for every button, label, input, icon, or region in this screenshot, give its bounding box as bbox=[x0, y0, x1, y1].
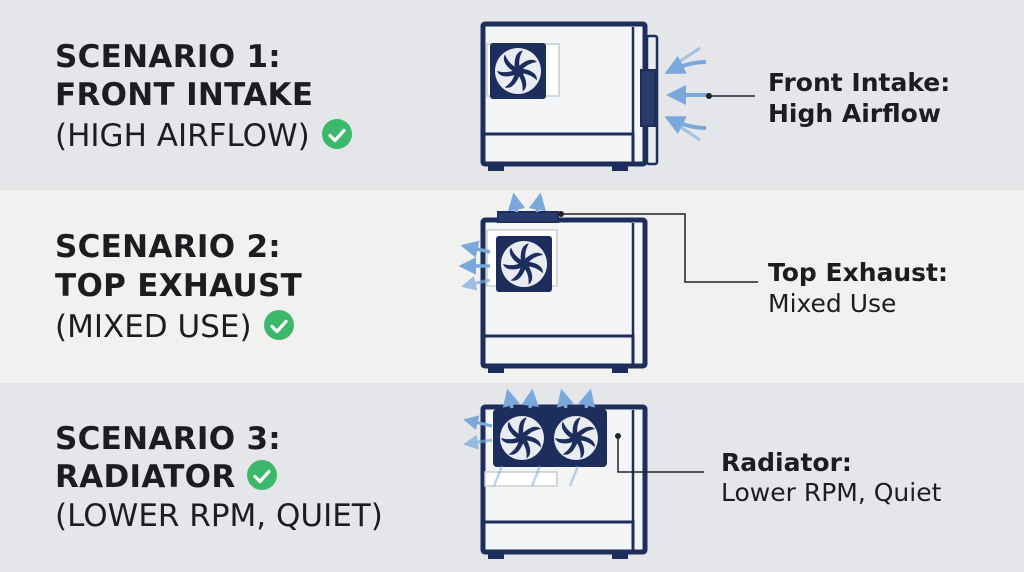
scenario-3-heading-row: RADIATOR bbox=[55, 456, 278, 498]
scenario-1-subtitle: (HIGH AIRFLOW) bbox=[55, 118, 310, 154]
scenario-2-subtitle: (MIXED USE) bbox=[55, 309, 252, 345]
check-circle-icon bbox=[263, 310, 294, 340]
fan-icon bbox=[490, 43, 546, 99]
scenario-1-heading: FRONT INTAKE bbox=[55, 77, 314, 113]
scenario-2-subtitle-row: (MIXED USE) bbox=[55, 306, 294, 348]
scenario-1-title: SCENARIO 1: bbox=[55, 39, 282, 75]
check-circle-icon bbox=[247, 460, 278, 490]
fan-icon bbox=[500, 416, 544, 460]
scenario-3-title: SCENARIO 3: bbox=[55, 421, 282, 457]
scenario-3-label-title: Radiator: bbox=[721, 448, 852, 477]
pc-case-radiator bbox=[463, 388, 704, 559]
scenario-2-label-title: Top Exhaust: bbox=[768, 258, 949, 287]
pc-case-front-intake bbox=[480, 21, 755, 171]
pc-case-top-exhaust bbox=[458, 192, 758, 373]
fan-icon bbox=[496, 236, 552, 292]
scenario-3-heading: RADIATOR bbox=[55, 459, 236, 495]
scenario-2-label-desc: Mixed Use bbox=[768, 289, 897, 318]
scenario-1-label-title: Front Intake: bbox=[768, 68, 951, 97]
check-circle-icon bbox=[321, 119, 352, 149]
fan-icon bbox=[554, 416, 598, 460]
scenario-3-label-desc: Lower RPM, Quiet bbox=[721, 478, 942, 507]
scenario-2-heading: TOP EXHAUST bbox=[55, 268, 303, 304]
scenario-1-subtitle-row: (HIGH AIRFLOW) bbox=[55, 115, 352, 157]
scenario-1-label-desc: High Airflow bbox=[768, 99, 941, 128]
scenario-3-subtitle: (LOWER RPM, QUIET) bbox=[55, 498, 383, 534]
scenario-2-title: SCENARIO 2: bbox=[55, 229, 282, 265]
